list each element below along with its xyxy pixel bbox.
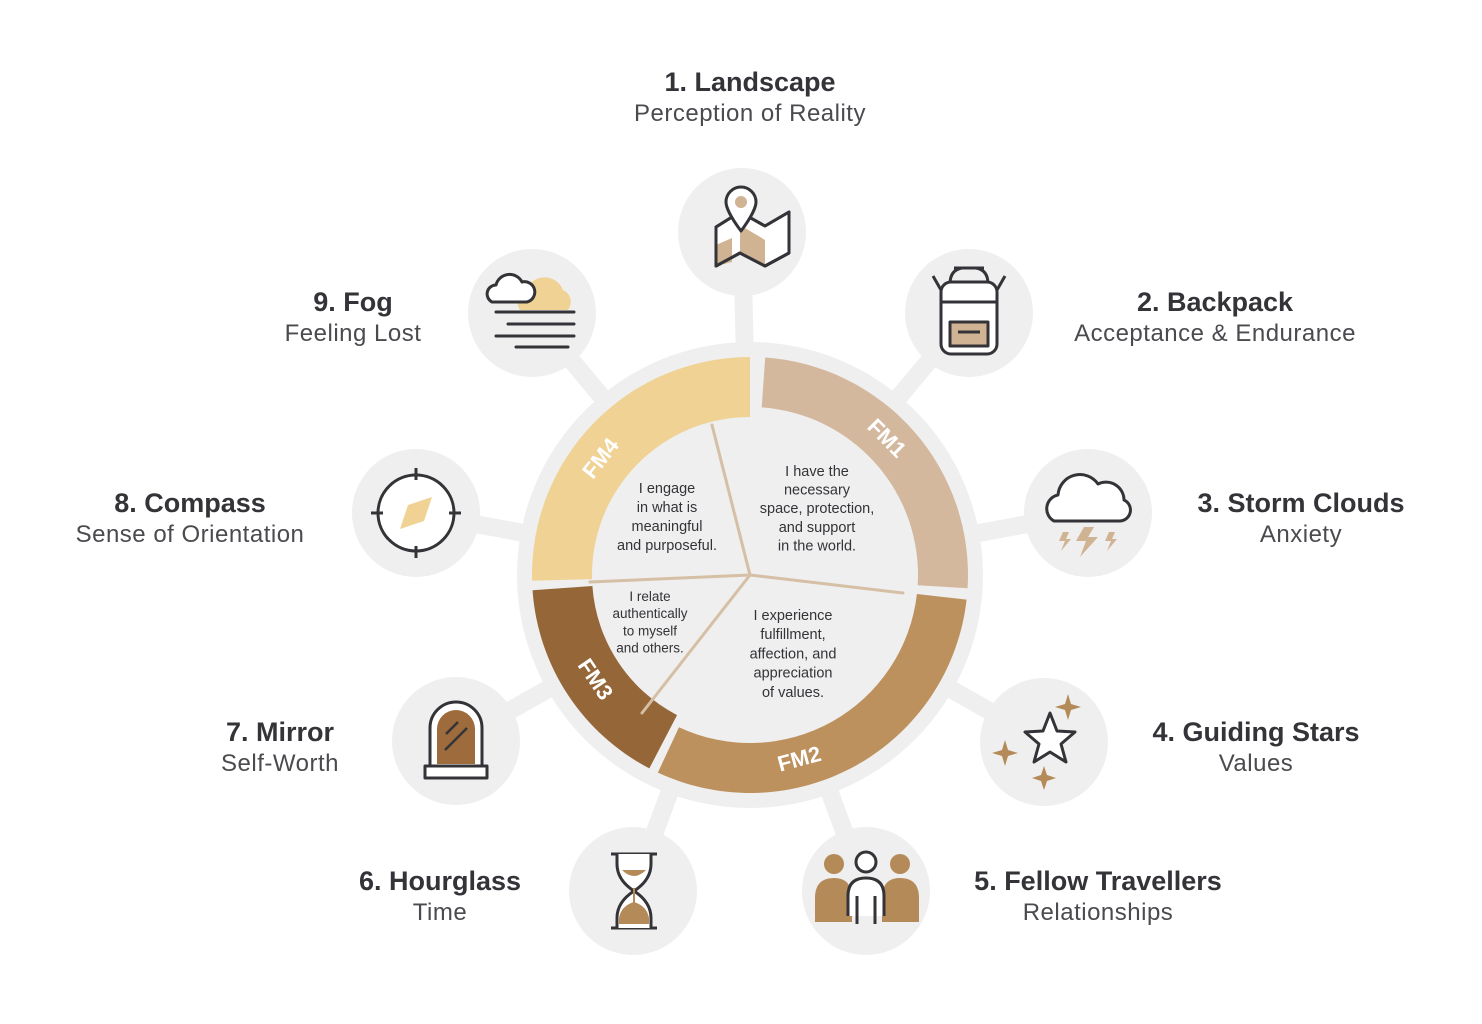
divider-right [748, 573, 905, 595]
node-title-1: 1. Landscape [664, 67, 836, 97]
node-title-8: 8. Compass [114, 488, 266, 518]
divider-bottom [640, 573, 752, 715]
divider-left [588, 573, 752, 584]
hourglass-icon [611, 852, 657, 930]
node-subtitle-1: Perception of Reality [634, 100, 866, 127]
divider-top [710, 423, 752, 577]
node-label-7: 7. Mirror Self-Worth [190, 716, 370, 780]
node-subtitle-6: Time [412, 899, 468, 926]
node-subtitle-2: Acceptance & Endurance [1074, 320, 1356, 347]
node-title-2: 2. Backpack [1136, 287, 1294, 317]
node-title-9: 9. Fog [313, 287, 393, 317]
node-title-3: 3. Storm Clouds [1197, 488, 1405, 518]
node-subtitle-9: Feeling Lost [284, 320, 422, 347]
node-subtitle-3: Anxiety [1259, 521, 1343, 548]
ring-segment-fm1[interactable] [761, 357, 968, 589]
ring [532, 357, 968, 793]
node-subtitle-8: Sense of Orientation [75, 521, 305, 548]
ring-segment-fm3[interactable] [532, 586, 678, 769]
node-title-4: 4. Guiding Stars [1152, 717, 1360, 747]
node-subtitle-4: Values [1218, 750, 1294, 777]
node-label-5: 5. Fellow Travellers Relationships [950, 865, 1246, 929]
node-subtitle-5: Relationships [1022, 899, 1174, 926]
node-label-8: 8. Compass Sense of Orientation [40, 487, 340, 551]
node-label-2: 2. Backpack Acceptance & Endurance [1040, 286, 1390, 350]
fog-icon [485, 272, 576, 349]
node-label-1: 1. Landscape Perception of Reality [550, 66, 950, 130]
node-title-6: 6. Hourglass [358, 866, 522, 896]
node-label-6: 6. Hourglass Time [330, 865, 550, 929]
dividers [588, 423, 905, 715]
map-pin-icon [714, 185, 791, 268]
backpack-icon [931, 266, 1007, 356]
node-label-4: 4. Guiding Stars Values [1130, 716, 1382, 780]
mirror-icon [423, 700, 489, 780]
node-label-3: 3. Storm Clouds Anxiety [1170, 487, 1432, 551]
node-subtitle-7: Self-Worth [221, 750, 339, 777]
storm-cloud-icon [1045, 473, 1132, 557]
ring-segment-fm2[interactable] [657, 594, 967, 793]
people-icon [815, 850, 919, 924]
stars-icon [992, 694, 1081, 790]
ring-segment-fm4[interactable] [532, 357, 750, 581]
node-title-7: 7. Mirror [225, 717, 335, 747]
node-title-5: 5. Fellow Travellers [974, 866, 1222, 896]
node-label-9: 9. Fog Feeling Lost [250, 286, 456, 350]
compass-icon [371, 468, 461, 558]
